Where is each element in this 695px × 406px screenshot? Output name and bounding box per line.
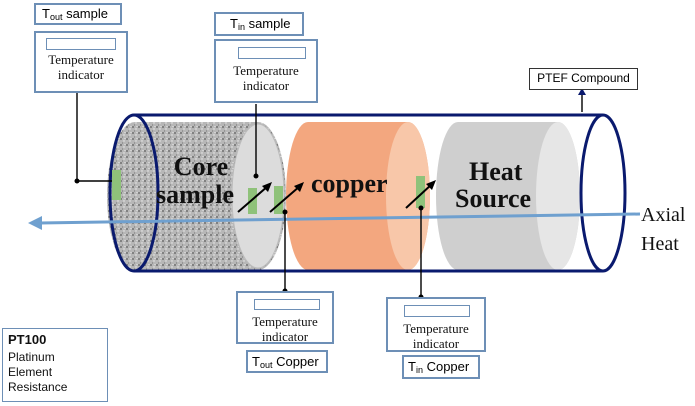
tin-sample-label: Tin sample — [214, 12, 304, 36]
legend-title: PT100 — [8, 332, 47, 347]
pt100-legend: PT100 Platinum Element Resistance — [2, 328, 108, 402]
sensor-tin-sample — [237, 182, 272, 214]
ptef-tube — [108, 113, 627, 273]
legend-line-2: Element — [8, 365, 53, 379]
axial-heat-arrow — [28, 212, 641, 230]
sensor-tin-copper — [405, 176, 436, 209]
indicator-display — [238, 47, 306, 59]
copper-label: copper — [311, 169, 388, 198]
sensor-tout-sample — [112, 170, 121, 200]
indicator-display — [404, 305, 470, 317]
sensor-tout-copper — [269, 182, 304, 214]
axial-heat-label: Axial Heat — [641, 204, 686, 255]
ptef-compound-label: PTEF Compound — [529, 68, 638, 90]
heat-source-label: Heat Source — [455, 157, 532, 213]
tin-copper-label: Tin Copper — [402, 355, 480, 379]
legend-line-3: Resistance — [8, 380, 68, 394]
indicator-display — [254, 299, 320, 310]
core-sample-body — [107, 122, 286, 270]
legend-line-1: Platinum — [8, 350, 55, 364]
tout-sample-label: Tout sample — [34, 3, 122, 25]
indicator-display — [46, 38, 116, 50]
temperature-indicator-tin-copper: Temperature indicator — [386, 297, 486, 352]
core-sample-label: Core sample — [156, 152, 234, 209]
heat-source-body — [436, 122, 580, 270]
ptef-pointer-arrowhead — [578, 88, 586, 95]
temperature-indicator-tout-copper: Temperature indicator — [236, 291, 334, 344]
temperature-indicator-tin-sample: Temperature indicator — [214, 39, 318, 103]
temperature-indicator-tout-sample: Temperature indicator — [34, 31, 128, 93]
tout-copper-label: Tout Copper — [246, 350, 328, 373]
copper-body — [286, 122, 430, 270]
